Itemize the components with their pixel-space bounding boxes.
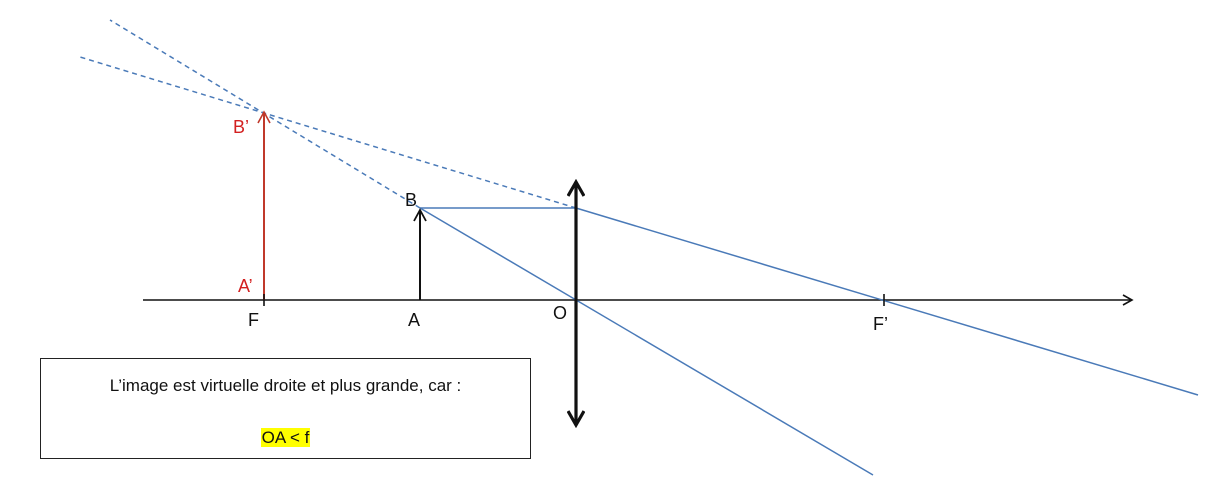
ray-through-center: [419, 207, 874, 476]
label-a: A: [408, 310, 420, 330]
label-f-prime: F’: [873, 314, 888, 334]
label-b: B: [405, 190, 417, 210]
conclusion-condition-row: OA < f: [41, 428, 530, 448]
label-a-prime: A’: [238, 276, 253, 296]
conclusion-statement: L’image est virtuelle droite et plus gra…: [109, 376, 462, 395]
label-b-prime: B’: [233, 117, 249, 137]
conclusion-condition: OA < f: [260, 428, 311, 447]
ray-extension-focus: [79, 56, 577, 209]
label-f: F: [248, 310, 259, 330]
label-o: O: [553, 303, 567, 323]
ray-refracted-through-focus: [575, 207, 1199, 396]
conclusion-box: L’image est virtuelle droite et plus gra…: [40, 358, 531, 459]
